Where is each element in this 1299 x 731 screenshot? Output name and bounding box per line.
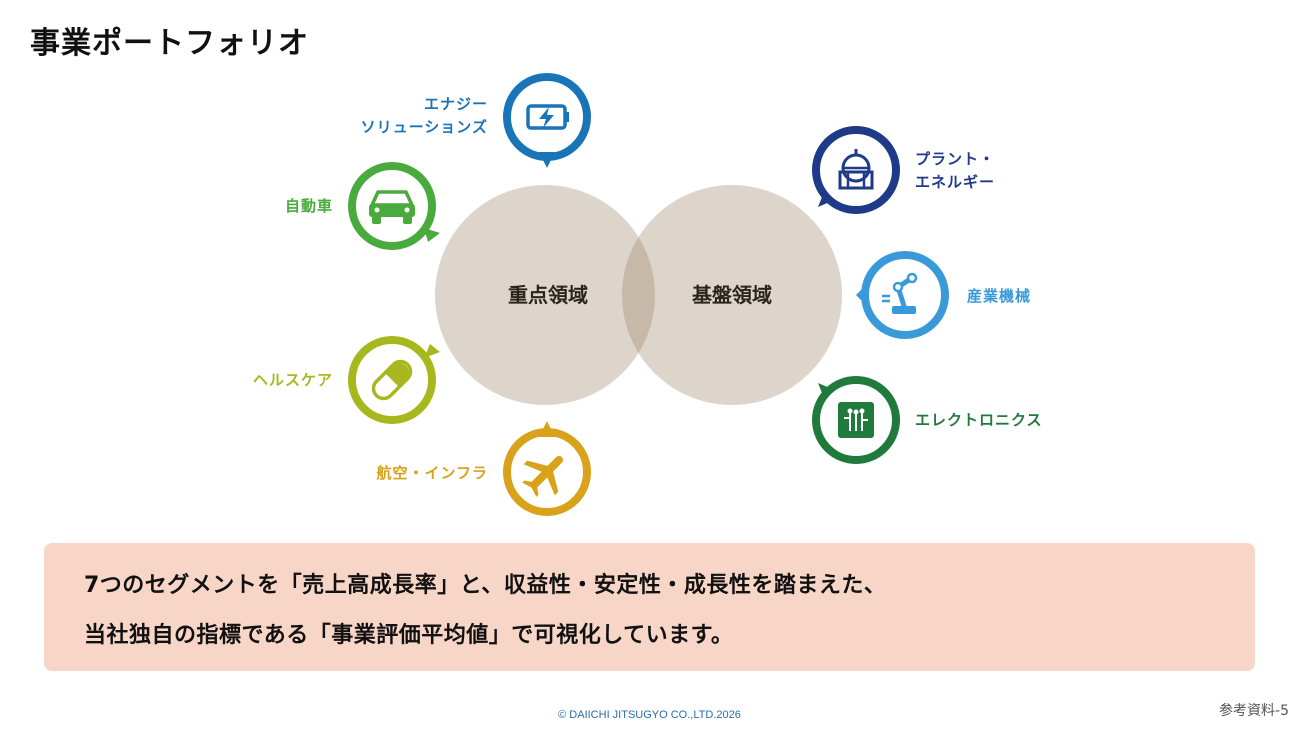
segment-label-energy-line1: エナジー — [424, 95, 488, 113]
segment-energy[interactable]: エナジー ソリューションズ — [361, 73, 591, 168]
segment-health[interactable]: ヘルスケア — [253, 336, 440, 424]
segment-label-energy-line2: ソリューションズ — [361, 118, 488, 136]
copyright: © DAIICHI JITSUGYO CO.,LTD.2026 — [558, 709, 741, 721]
page-title: 事業ポートフォリオ — [30, 26, 309, 61]
segment-label-plant-line1: プラント・ — [915, 150, 995, 168]
segment-label-plant-line2: エネルギー — [915, 173, 995, 191]
segment-label-health: ヘルスケア — [253, 371, 333, 389]
plant-tank-icon — [838, 149, 874, 190]
summary-banner: 7つのセグメントを「売上高成長率」と、収益性・安定性・成長性を踏まえた、 当社独… — [44, 543, 1255, 671]
airplane-icon — [522, 455, 564, 497]
core-circle-left — [435, 185, 655, 405]
segment-auto[interactable]: 自動車 — [285, 162, 440, 250]
robot-arm-icon — [882, 272, 918, 314]
portfolio-diagram: 重点領域 基盤領域 エナジー ソリューションズ 自動車 — [253, 73, 1043, 516]
segment-label-electronics: エレクトロニクス — [915, 411, 1043, 429]
car-icon — [369, 190, 415, 224]
summary-line-1: 7つのセグメントを「売上高成長率」と、収益性・安定性・成長性を踏まえた、 — [84, 573, 887, 598]
battery-charging-icon — [526, 104, 569, 130]
circuit-chip-icon — [838, 402, 874, 438]
segment-label-aero: 航空・インフラ — [376, 464, 488, 482]
core-circle-right — [622, 185, 842, 405]
page-reference: 参考資料-5 — [1219, 703, 1289, 719]
core-label-left: 重点領域 — [508, 283, 588, 307]
segment-label-industrial: 産業機械 — [967, 287, 1031, 305]
segment-aero[interactable]: 航空・インフラ — [376, 421, 591, 516]
segment-plant[interactable]: プラント・ エネルギー — [812, 126, 995, 214]
core-label-right: 基盤領域 — [692, 283, 772, 307]
segment-industrial[interactable]: 産業機械 — [856, 251, 1031, 339]
summary-line-2: 当社独自の指標である「事業評価平均値」で可視化しています。 — [84, 623, 734, 648]
segment-label-auto: 自動車 — [285, 197, 333, 215]
segment-electronics[interactable]: エレクトロニクス — [812, 376, 1043, 464]
pill-icon — [371, 359, 413, 401]
